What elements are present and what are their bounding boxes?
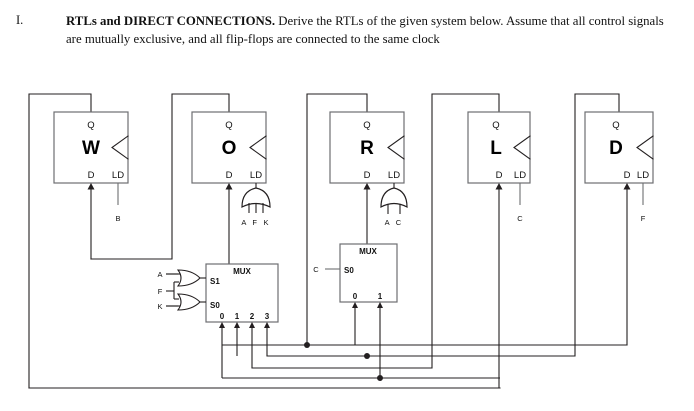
d-input-arrowheads: [87, 183, 631, 190]
mux1-input-arrowheads: [219, 322, 270, 328]
wires-afk-to-selects: [166, 273, 179, 307]
mux2-input-1: 1: [378, 292, 383, 301]
mux1-title: MUX: [233, 267, 251, 276]
question-text: RTLs and DIRECT CONNECTIONS. Derive the …: [66, 12, 670, 48]
wire-W-q-bus: [28, 93, 92, 389]
pin-Q-R: Q: [363, 120, 370, 131]
wire-D-q-bus: [266, 93, 620, 357]
wire-L-q-bus: [251, 93, 500, 369]
question-title: RTLs and DIRECT CONNECTIONS.: [66, 14, 276, 28]
or-gate-afk-label: A F K: [241, 218, 270, 227]
register-label-W: W: [82, 138, 100, 159]
mux1-input-3: 3: [265, 312, 270, 321]
signal-label-B: B: [115, 214, 120, 223]
lower-bus-lines: [222, 344, 500, 379]
question-body: Derive the RTLs of the given system belo…: [66, 14, 664, 46]
pin-Q-L: Q: [492, 120, 499, 131]
question-block: I. RTLs and DIRECT CONNECTIONS. Derive t…: [0, 0, 694, 88]
mux2-input-0: 0: [353, 292, 358, 301]
register-L: [467, 111, 531, 184]
or-gate-ac-label: A C: [385, 218, 404, 227]
pin-Q-O: Q: [225, 120, 232, 131]
or-gate-ac: [380, 183, 408, 214]
register-R: [329, 111, 405, 184]
circuit-diagram: W O R L D Q Q Q Q Q D D D D D LD LD LD L…: [0, 88, 694, 411]
mux-1: [205, 263, 279, 323]
question-number: I.: [16, 13, 24, 27]
pin-LD-R: LD: [388, 170, 400, 181]
mux2-input-wires: [354, 306, 381, 378]
select-signal-C: C: [313, 265, 319, 274]
wire-junction-dots: [304, 342, 383, 381]
register-label-R: R: [360, 138, 374, 159]
register-label-D: D: [609, 138, 623, 159]
pin-D-R: D: [364, 170, 371, 181]
mux1-select-s0: S0: [210, 301, 220, 310]
mux2-select-s0: S0: [344, 266, 354, 275]
mux2-input-arrowheads: [352, 302, 383, 308]
mux2-title: MUX: [359, 247, 377, 256]
pin-LD-D: LD: [637, 170, 649, 181]
pin-Q-D: Q: [612, 120, 619, 131]
select-signal-F: F: [158, 287, 163, 296]
signal-label-C-L: C: [517, 214, 523, 223]
mux1-input-wires: [221, 326, 268, 378]
register-O: [191, 111, 267, 184]
pin-D-O: D: [226, 170, 233, 181]
select-signal-A: A: [157, 270, 162, 279]
select-signal-K: K: [157, 302, 162, 311]
register-label-L: L: [490, 138, 502, 159]
pin-LD-L: LD: [514, 170, 526, 181]
pin-D-L: D: [496, 170, 503, 181]
mux-2: [325, 243, 398, 303]
pin-D-W: D: [88, 170, 95, 181]
pin-LD-O: LD: [250, 170, 262, 181]
mux1-select-s1: S1: [210, 277, 220, 286]
mux1-input-2: 2: [250, 312, 255, 321]
wire-O-q-bus: [90, 93, 230, 260]
signal-label-F-D: F: [641, 214, 646, 223]
pin-LD-W: LD: [112, 170, 124, 181]
pin-D-D: D: [624, 170, 631, 181]
or-gate-s0: [166, 293, 206, 311]
or-gate-afk: [241, 183, 271, 213]
ld-signal-stubs: [117, 183, 644, 205]
mux1-input-1: 1: [235, 312, 240, 321]
register-label-O: O: [222, 138, 237, 159]
or-gate-s1: [166, 269, 206, 287]
pin-Q-W: Q: [87, 120, 94, 131]
mux1-input-0: 0: [220, 312, 225, 321]
wire-R-q-bus: [306, 93, 368, 346]
register-D: [584, 111, 654, 184]
